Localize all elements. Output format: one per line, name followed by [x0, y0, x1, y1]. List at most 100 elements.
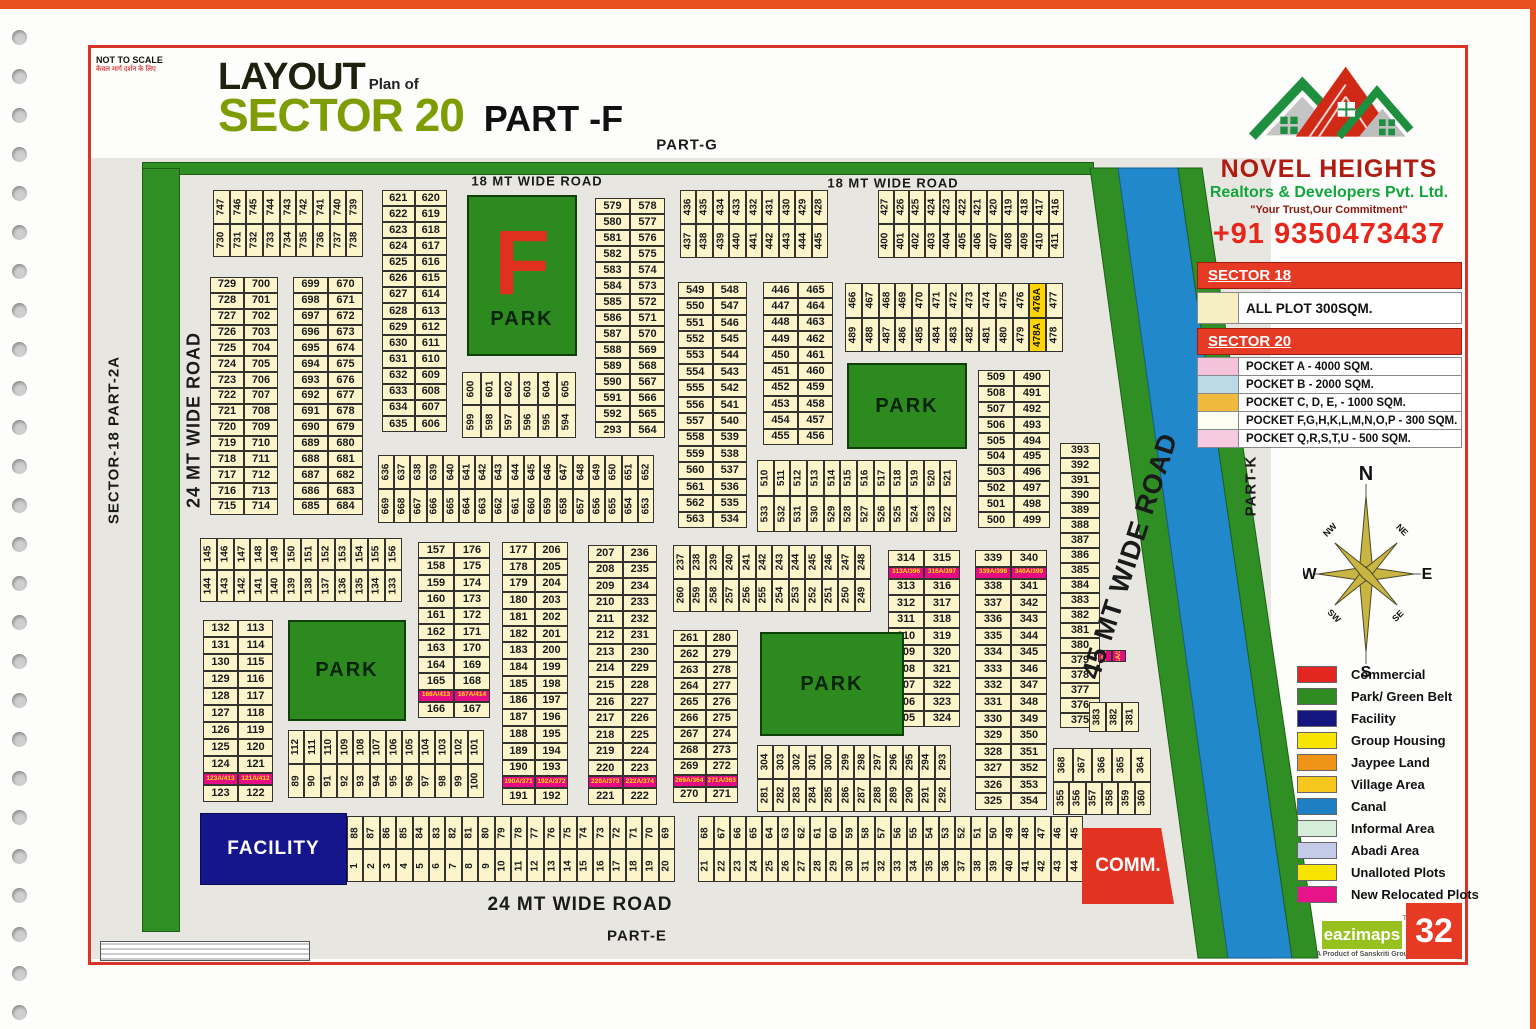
plot-243: 243 [772, 545, 789, 579]
plot-451: 451 [763, 363, 798, 380]
plot-313: 313 [888, 578, 924, 595]
plot-52: 52 [954, 816, 971, 849]
plot-73: 73 [593, 816, 610, 849]
plot-2: 2 [363, 849, 380, 882]
plot-628: 628 [382, 302, 415, 320]
plot-264: 264 [673, 678, 706, 695]
plot-538: 538 [712, 446, 747, 463]
park-label: PARK [875, 394, 939, 417]
binding-hole [12, 342, 27, 357]
plot-139: 139 [284, 570, 301, 602]
plot-148: 148 [250, 538, 268, 570]
plot-641: 641 [459, 455, 476, 489]
plot-720: 720 [210, 419, 244, 436]
plot-65: 65 [746, 816, 763, 849]
plot-171: 171 [454, 624, 490, 641]
plot-124: 124 [203, 756, 238, 773]
plot-64: 64 [762, 816, 779, 849]
plot-723: 723 [210, 372, 244, 389]
plot-187: 187 [502, 709, 535, 727]
plot-568: 568 [630, 358, 665, 374]
plot-613: 613 [414, 302, 447, 320]
plot-380: 380 [1060, 638, 1100, 653]
plot-19: 19 [642, 849, 659, 882]
plot-683: 683 [328, 483, 363, 500]
title-line-1: LAYOUT Plan of [218, 56, 419, 99]
plot-82: 82 [445, 816, 462, 849]
plot-649: 649 [589, 455, 606, 489]
plot-598: 598 [481, 405, 500, 438]
plot-262: 262 [673, 646, 706, 663]
plot-287: 287 [854, 778, 871, 812]
plot-505: 505 [978, 433, 1014, 449]
plot-192A-372: 192A/372 [535, 776, 568, 789]
plot-335: 335 [975, 628, 1011, 645]
plot-178: 178 [502, 558, 535, 576]
plot-129: 129 [203, 671, 238, 688]
plot-86: 86 [379, 816, 397, 849]
plot-472: 472 [945, 283, 963, 318]
plot-278: 278 [705, 662, 738, 679]
plot-293: 293 [595, 422, 630, 438]
plot-346: 346 [1011, 661, 1047, 678]
plot-298: 298 [854, 745, 871, 779]
plot-256: 256 [739, 578, 756, 612]
plot-483: 483 [945, 317, 963, 352]
plot-325: 325 [975, 793, 1011, 810]
plot-431: 431 [762, 190, 779, 224]
plot-419: 419 [1002, 190, 1018, 224]
plot-601: 601 [481, 372, 500, 405]
plot-51: 51 [970, 816, 987, 849]
plot-447: 447 [763, 298, 798, 315]
plot-688: 688 [293, 451, 328, 468]
plot-626: 626 [382, 270, 415, 287]
plot-56: 56 [890, 816, 907, 849]
plot-23: 23 [730, 849, 747, 882]
plot-277: 277 [705, 678, 738, 695]
plot-736: 736 [313, 223, 330, 257]
plot-710: 710 [244, 435, 278, 452]
green-belt-left [142, 168, 180, 932]
plot-642: 642 [475, 455, 492, 489]
facility-label: FACILITY [227, 838, 320, 859]
plot-185: 185 [502, 675, 535, 693]
label-road-18-left: 18 MT WIDE ROAD [471, 173, 603, 189]
plot-83: 83 [429, 816, 446, 849]
plot-708: 708 [244, 403, 278, 420]
plot-53: 53 [938, 816, 955, 849]
plot-387: 387 [1060, 533, 1100, 548]
plot-561: 561 [678, 478, 713, 496]
plot-458: 458 [798, 396, 833, 413]
plot-391: 391 [1060, 473, 1100, 488]
color-chip [1297, 864, 1337, 881]
plot-349: 349 [1011, 710, 1047, 728]
plot-650: 650 [605, 455, 622, 489]
plot-694: 694 [293, 356, 328, 373]
plot-341: 341 [1011, 578, 1047, 596]
plot-299: 299 [837, 745, 855, 779]
plot-36: 36 [938, 849, 955, 882]
plot-519: 519 [907, 460, 924, 496]
plot-297: 297 [870, 745, 887, 779]
color-legend-item: Group Housing [1297, 732, 1469, 749]
plot-13: 13 [543, 849, 561, 882]
plot-507: 507 [978, 401, 1014, 418]
plot-150: 150 [284, 538, 301, 570]
plot-167A-414: 167A/414 [454, 689, 490, 702]
plot-220: 220 [588, 759, 623, 777]
plot-747: 747 [213, 190, 230, 224]
color-legend-item: Jaypee Land [1297, 754, 1469, 771]
plot-324: 324 [924, 710, 960, 727]
plot-545: 545 [712, 331, 747, 348]
plot-454: 454 [763, 412, 798, 429]
plot-190: 190 [502, 759, 535, 777]
plot-94: 94 [369, 764, 386, 798]
plot-291: 291 [918, 778, 935, 812]
plot-340A-399: 340A/399 [1011, 566, 1047, 579]
binding-hole [12, 615, 27, 630]
plot-709: 709 [244, 419, 278, 436]
plot-422: 422 [955, 190, 971, 224]
plot-16: 16 [593, 849, 610, 882]
